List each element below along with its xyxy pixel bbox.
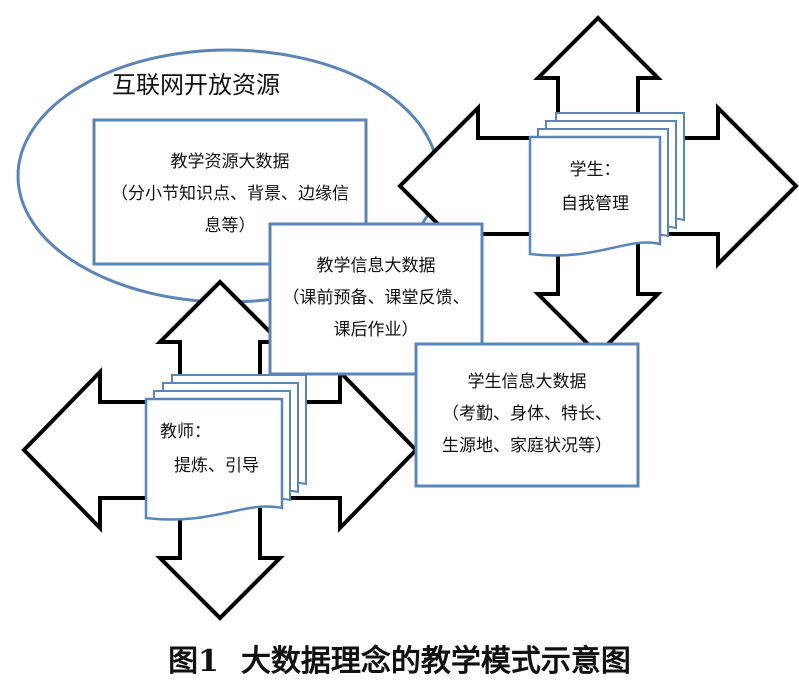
figure-number: 图1 [168, 644, 219, 679]
teaching-resources-title: 教学资源大数据 [170, 152, 290, 172]
teaching-info-title: 教学信息大数据 [316, 256, 436, 276]
student-info-box [414, 342, 640, 488]
figure-caption: 图1 大数据理念的教学模式示意图 [0, 636, 799, 680]
teaching-resources-line3: 息等） [204, 216, 256, 236]
teaching-info-line3: 课后作业） [333, 320, 419, 340]
teacher-document-stack [144, 374, 307, 521]
internet-resources-label: 互联网开放资源 [112, 71, 280, 99]
student-info-line3: 生源地、家庭状况等） [442, 436, 612, 456]
student-title: 学生： [569, 160, 621, 180]
teaching-resources-line2: （分小节知识点、背景、边缘信 [111, 184, 349, 204]
student-info-line2: （考勤、身体、特长、 [442, 404, 612, 424]
student-line2: 自我管理 [561, 194, 629, 214]
teacher-title: 教师： [160, 422, 211, 442]
student-document-stack [528, 112, 685, 257]
teaching-info-line2: （课前预备、课堂反馈、 [282, 288, 470, 308]
teacher-line2: 提炼、引导 [174, 456, 259, 476]
figure-caption-text: 大数据理念的教学模式示意图 [240, 644, 631, 679]
student-info-title: 学生信息大数据 [467, 372, 587, 392]
